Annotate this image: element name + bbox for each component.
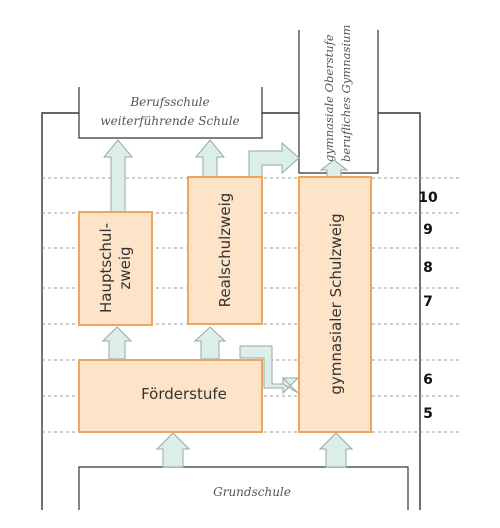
berufsschule-label-2: weiterführende Schule — [100, 114, 239, 128]
grade-lines — [42, 177, 460, 433]
realschulzweig-label: Realschulzweig — [216, 193, 234, 308]
grade-10: 10 — [418, 190, 438, 206]
arrow-right-realschul-oberstufe — [248, 141, 300, 178]
arrow-up-hauptschul-berufsschule — [102, 139, 134, 213]
grade-8: 8 — [423, 260, 433, 276]
arrow-up-gymnasial-oberstufe — [319, 159, 349, 178]
arrow-up-grundschule-gymnasial — [318, 432, 354, 468]
arrow-right-foerderstufe-gymnasial — [239, 345, 300, 395]
hauptschulzweig-label-1: Hauptschul- — [97, 223, 115, 313]
oberstufe-label-1: gymnasiale Oberstufe — [322, 34, 336, 162]
hauptschulzweig-label-2: zweig — [116, 246, 134, 289]
grundschule-label: Grundschule — [213, 485, 291, 499]
arrow-up-realschul-berufsschule — [194, 139, 226, 178]
grade-labels: 10 9 8 7 6 5 — [418, 190, 438, 422]
arrow-up-foerderstufe-hauptschul — [101, 326, 133, 360]
hauptschulzweig-box — [78, 211, 153, 326]
gymnasial-box — [298, 176, 372, 433]
foerderstufe-box — [78, 359, 263, 433]
berufsschule-label-1: Berufsschule — [129, 95, 209, 109]
berufsschule-box — [78, 87, 263, 139]
grade-7: 7 — [423, 294, 433, 310]
grade-5: 5 — [423, 406, 433, 422]
outer-frame — [41, 112, 421, 510]
grade-6: 6 — [423, 372, 433, 388]
branch-boxes — [78, 176, 372, 433]
grade-9: 9 — [423, 222, 433, 238]
oberstufe-label-2: berufliches Gymnasium — [339, 25, 353, 162]
arrows — [101, 139, 354, 468]
grundschule-box — [78, 466, 409, 510]
arrow-up-foerderstufe-realschul — [193, 326, 227, 360]
realschulzweig-box — [187, 176, 263, 325]
arrow-up-grundschule-foerderstufe — [155, 432, 191, 468]
gymnasial-label: gymnasialer Schulzweig — [327, 213, 345, 394]
foerderstufe-label: Förderstufe — [141, 385, 227, 403]
